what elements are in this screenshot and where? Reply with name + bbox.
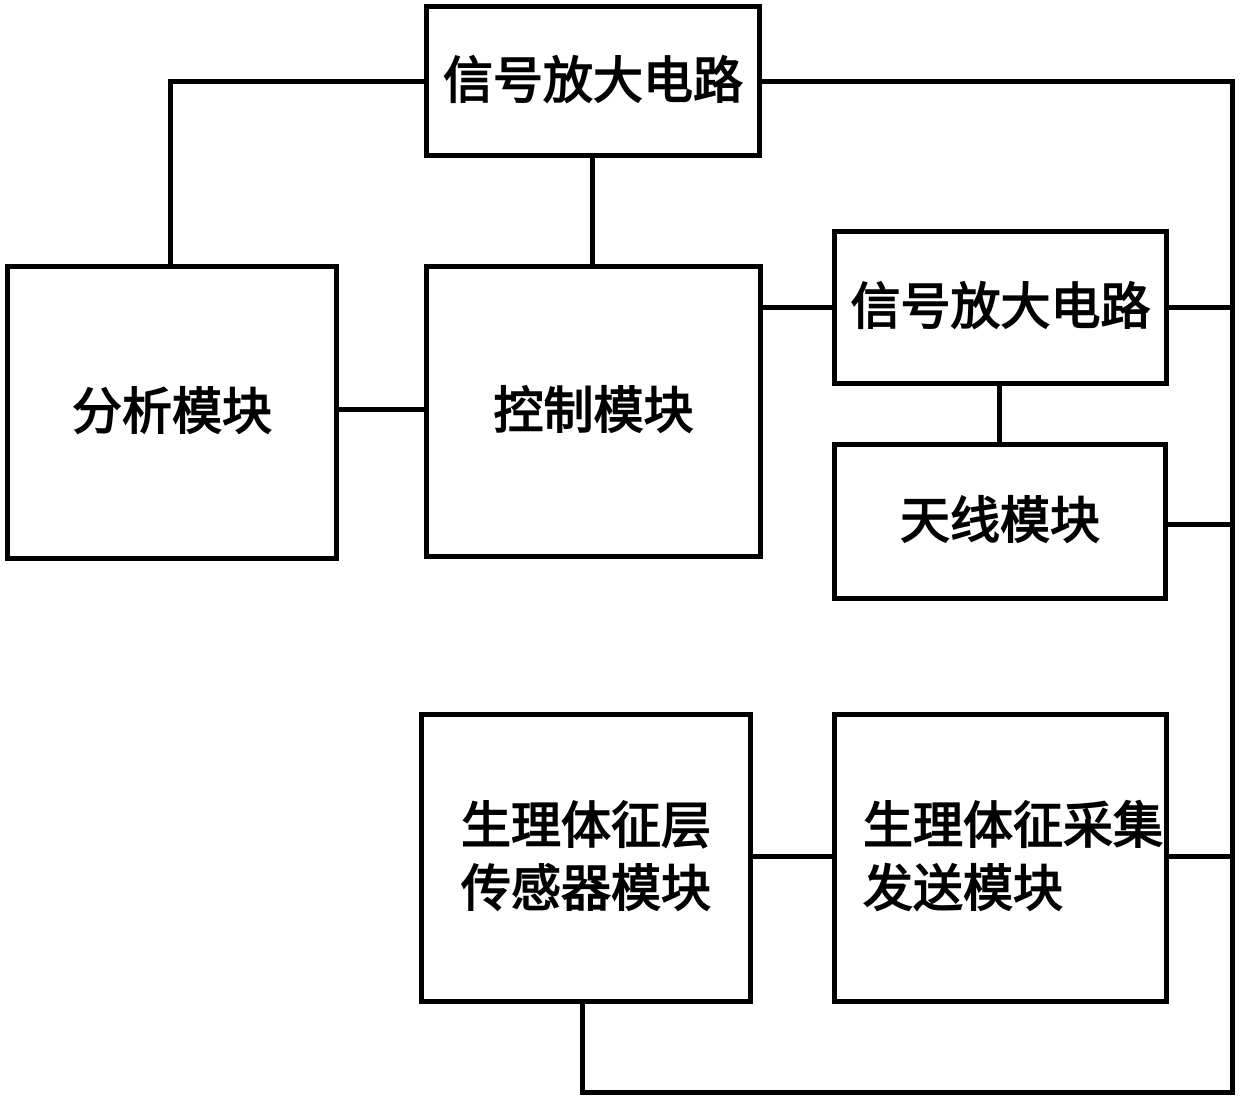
- connector-analysis-to-control: [339, 407, 424, 412]
- connector-bottom-rail: [580, 1090, 1235, 1095]
- box-physiological-sign-collect-send-module-label: 生理体征采集 发送模块: [837, 795, 1163, 921]
- connector-right-amp-to-right-bus: [1169, 305, 1230, 310]
- box-signal-amplifier-right-label: 信号放大电路: [850, 279, 1151, 335]
- connector-collector-to-right-bus: [1169, 854, 1230, 859]
- box-antenna-module: 天线模块: [832, 442, 1168, 601]
- box-signal-amplifier-right: 信号放大电路: [832, 229, 1169, 386]
- collector-label-line2: 发送模块: [863, 861, 1063, 917]
- connector-sensor-to-collector: [753, 854, 832, 859]
- sensor-label-line2: 传感器模块: [461, 861, 711, 917]
- box-control-module: 控制模块: [424, 264, 763, 559]
- box-signal-amplifier-top-label: 信号放大电路: [443, 52, 743, 109]
- box-antenna-module-label: 天线模块: [900, 493, 1100, 549]
- connector-top-amp-to-analysis-vertical: [168, 79, 173, 264]
- box-physiological-sign-sensor-module: 生理体征层 传感器模块: [419, 712, 753, 1004]
- connector-sensor-to-bottom-rail: [580, 1004, 585, 1092]
- connector-top-amp-to-right-bus: [762, 79, 1235, 84]
- box-analysis-module: 分析模块: [5, 264, 339, 561]
- connector-right-bus-vertical: [1230, 79, 1235, 1095]
- connector-top-amp-to-control: [590, 158, 595, 264]
- box-analysis-module-label: 分析模块: [72, 384, 272, 440]
- connector-antenna-to-right-bus: [1168, 522, 1230, 527]
- collector-label-line1: 生理体征采集: [863, 798, 1163, 854]
- connector-right-amp-to-antenna: [997, 386, 1002, 442]
- box-control-module-label: 控制模块: [493, 383, 694, 439]
- box-physiological-sign-sensor-module-label: 生理体征层 传感器模块: [461, 795, 711, 921]
- connector-top-amp-to-analysis-horizontal: [168, 79, 424, 84]
- sensor-label-line1: 生理体征层: [461, 798, 711, 854]
- box-signal-amplifier-top: 信号放大电路: [424, 4, 762, 158]
- connector-control-to-right-amp: [763, 305, 832, 310]
- box-physiological-sign-collect-send-module: 生理体征采集 发送模块: [832, 712, 1169, 1004]
